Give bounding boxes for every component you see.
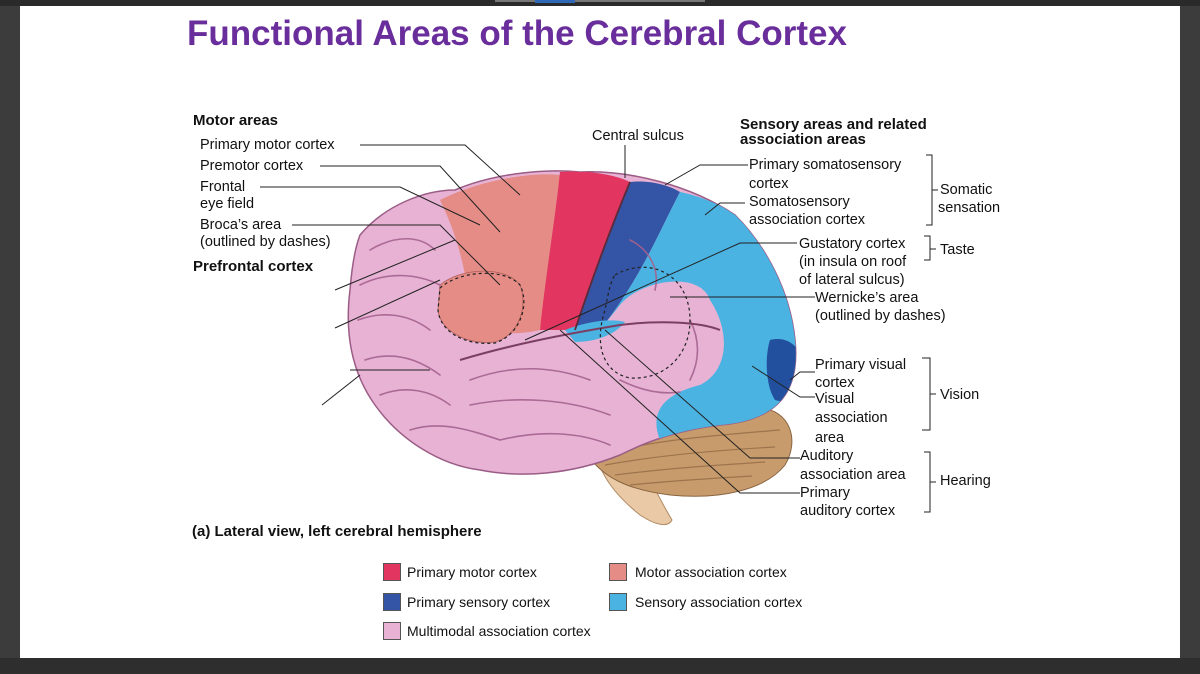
label-primary-somatosensory-2: cortex	[749, 176, 789, 192]
broca-dashed-outline	[437, 272, 525, 344]
tab-active-indicator	[535, 0, 575, 3]
broca-region	[437, 270, 524, 343]
sensory-areas-heading-2: association areas	[740, 131, 866, 148]
label-primary-visual-1: Primary visual	[815, 357, 907, 373]
legend-label-primary-sensory: Primary sensory cortex	[407, 594, 551, 610]
window-bottom-bar	[0, 658, 1200, 674]
label-auditory-association-2: association area	[800, 467, 906, 483]
central-sulcus-line	[574, 181, 631, 331]
right-leader-lines	[524, 164, 815, 494]
label-taste: Taste	[940, 242, 975, 258]
lateral-sulcus	[459, 321, 721, 361]
legend-swatch-primary-sensory	[383, 593, 401, 611]
label-primary-auditory-2: auditory cortex	[800, 503, 896, 519]
sensory-association-region	[600, 192, 796, 440]
label-hearing: Hearing	[940, 473, 991, 489]
window-top-bar	[0, 0, 1200, 6]
legend-label-multimodal: Multimodal association cortex	[407, 623, 591, 639]
label-vision: Vision	[940, 387, 980, 403]
label-somatic-2: sensation	[938, 200, 1001, 216]
label-gustatory-2: (in insula on roof	[799, 254, 907, 270]
tab-indicator	[495, 0, 705, 2]
page-title: Functional Areas of the Cerebral Cortex	[187, 14, 847, 53]
legend-label-primary-motor: Primary motor cortex	[407, 564, 537, 580]
label-frontal-eye-field-1: Frontal	[200, 179, 246, 195]
label-central-sulcus: Central sulcus	[592, 128, 684, 144]
label-premotor-cortex: Premotor cortex	[200, 158, 304, 174]
label-frontal-eye-field-2: eye field	[200, 196, 255, 212]
label-gustatory-1: Gustatory cortex	[799, 236, 906, 252]
label-auditory-association-1: Auditory	[800, 448, 854, 464]
label-visual-association-2: association	[815, 410, 888, 426]
label-prefrontal-cortex: Prefrontal cortex	[193, 258, 314, 275]
label-primary-somatosensory-1: Primary somatosensory	[749, 157, 902, 173]
legend-label-sensory-association: Sensory association cortex	[635, 594, 803, 610]
right-brackets	[922, 154, 938, 513]
label-somatic-1: Somatic	[940, 182, 993, 198]
label-primary-motor-cortex: Primary motor cortex	[200, 137, 335, 153]
primary-motor-region	[540, 171, 630, 330]
figure-caption: (a) Lateral view, left cerebral hemisphe…	[192, 523, 482, 540]
legend-swatch-primary-motor	[383, 563, 401, 581]
label-wernicke-1: Wernicke’s area	[815, 290, 919, 306]
label-somatosensory-association-1: Somatosensory	[749, 194, 850, 210]
label-primary-visual-2: cortex	[815, 375, 855, 391]
sensory-areas-heading-1: Sensory areas and related	[740, 116, 927, 133]
legend-swatch-sensory-association	[609, 593, 627, 611]
label-visual-association-3: area	[815, 430, 845, 446]
legend-swatch-multimodal	[383, 622, 401, 640]
legend-label-motor-association: Motor association cortex	[635, 564, 787, 580]
wernicke-dashed-outline	[599, 266, 691, 379]
gyri-texture	[357, 238, 699, 446]
label-somatosensory-association-2: association cortex	[749, 212, 866, 228]
label-visual-association-1: Visual	[815, 391, 855, 407]
primary-sensory-region	[575, 181, 680, 330]
label-brocas-area-2: (outlined by dashes)	[200, 234, 331, 250]
label-wernicke-2: (outlined by dashes)	[815, 308, 946, 324]
left-leader-lines	[260, 144, 521, 406]
label-gustatory-3: of lateral sulcus)	[799, 272, 905, 288]
label-primary-auditory-1: Primary	[800, 485, 850, 501]
label-brocas-area-1: Broca’s area	[200, 217, 282, 233]
motor-areas-heading: Motor areas	[193, 112, 279, 129]
primary-visual-region	[766, 339, 796, 402]
legend-swatch-motor-association	[609, 563, 627, 581]
